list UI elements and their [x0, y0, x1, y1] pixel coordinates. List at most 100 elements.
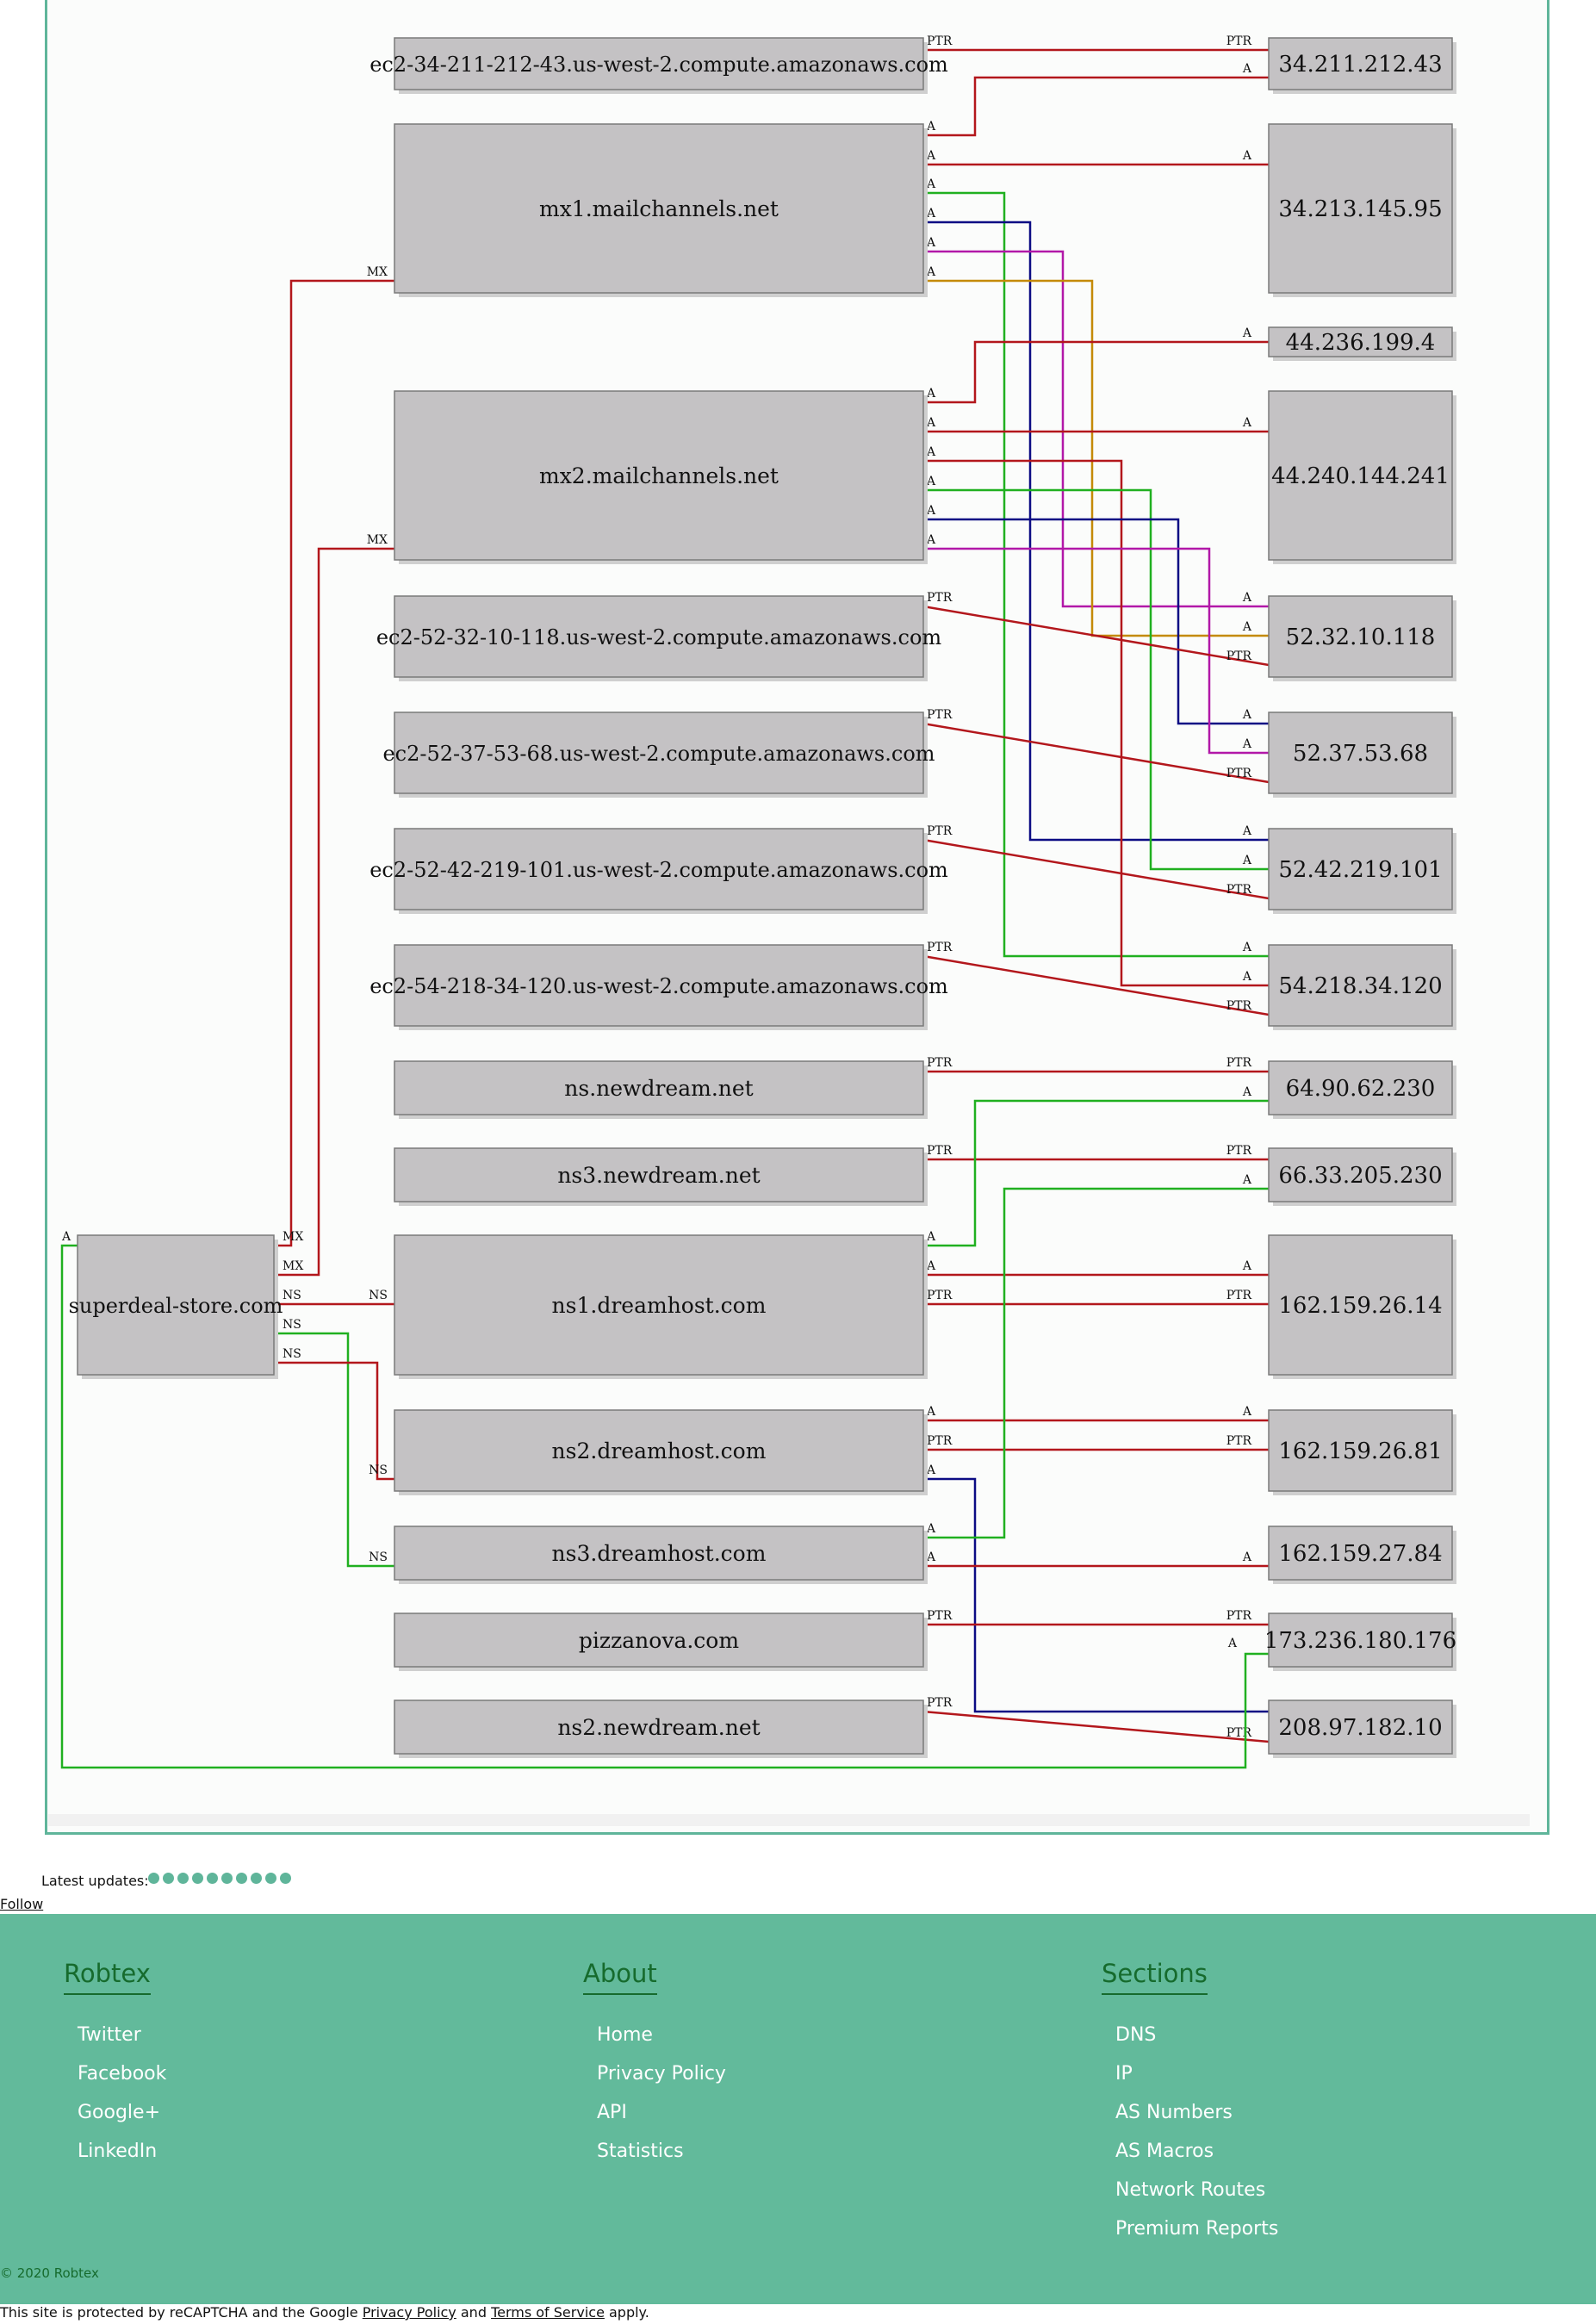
footer-link-twitter[interactable]: Twitter — [78, 2024, 141, 2046]
footer-link-privacy-policy[interactable]: Privacy Policy — [597, 2063, 726, 2085]
edge-label: A — [926, 177, 936, 191]
footer-link-dns[interactable]: DNS — [1115, 2024, 1157, 2046]
host-node-ns2-dreamhost-com-label: ns2.dreamhost.com — [552, 1439, 767, 1463]
recaptcha-prefix: This site is protected by reCAPTCHA and … — [0, 2304, 363, 2321]
edge-h-ns2dh-to-i15[interactable] — [923, 1477, 1269, 1713]
edge-h-mx2-to-i7[interactable] — [923, 488, 1269, 871]
horizontal-scrollbar[interactable] — [48, 1814, 1530, 1826]
ip-node-44-236-199-4[interactable] — [1268, 326, 1453, 357]
edge-h-ns3dh-to-i10[interactable] — [923, 1187, 1269, 1539]
ip-node-208-97-182-10[interactable] — [1268, 1700, 1453, 1755]
edge-h-ec2-52-42-to-i7[interactable] — [922, 838, 1270, 900]
edge-label: A — [1242, 854, 1252, 867]
edge-label: A — [1242, 824, 1252, 838]
footer-link-google-[interactable]: Google+ — [78, 2102, 161, 2123]
footer-link-statistics[interactable]: Statistics — [597, 2141, 684, 2162]
ip-node-52-42-219-101[interactable] — [1268, 828, 1453, 910]
edge-root-to-h-ns3dh[interactable] — [274, 1332, 394, 1568]
host-node-ec2-52-32-10-118-us-west-2-compute-amazonaws-com[interactable] — [394, 595, 924, 678]
edge-label: MX — [283, 1259, 303, 1273]
edge-h-ec2-54-to-i8[interactable] — [922, 954, 1270, 1016]
footer-link-premium-reports[interactable]: Premium Reports — [1115, 2218, 1279, 2240]
edge-root-to-h-mx1[interactable] — [274, 279, 394, 1247]
host-node-mx2-mailchannels-net[interactable] — [394, 390, 924, 561]
host-node-ec2-52-42-219-101-us-west-2-compute-amazonaws-com[interactable] — [394, 828, 924, 910]
update-dot[interactable] — [163, 1873, 174, 1884]
edge-h-mx2-to-i8[interactable] — [923, 459, 1269, 987]
update-dot[interactable] — [192, 1873, 203, 1884]
host-node-mx1-mailchannels-net[interactable] — [394, 123, 924, 294]
footer-link-as-macros[interactable]: AS Macros — [1115, 2141, 1214, 2162]
footer-link-facebook[interactable]: Facebook — [78, 2063, 167, 2085]
host-node-ns3-newdream-net[interactable] — [394, 1147, 924, 1202]
ip-node-162-159-26-81[interactable] — [1268, 1409, 1453, 1492]
edge-h-mx1-to-i8[interactable] — [923, 191, 1269, 958]
host-node-ns3-dreamhost-com[interactable] — [394, 1526, 924, 1581]
footer-link-linkedin[interactable]: LinkedIn — [78, 2141, 158, 2162]
footer-link-ip[interactable]: IP — [1115, 2063, 1133, 2085]
ip-node-44-240-144-241[interactable] — [1268, 390, 1453, 561]
update-dot[interactable] — [221, 1873, 233, 1884]
ip-node-64-90-62-230[interactable] — [1268, 1060, 1453, 1115]
host-node-ns2-newdream-net[interactable] — [394, 1700, 924, 1755]
host-node-ns1-dreamhost-com[interactable] — [394, 1234, 924, 1376]
ip-node-34-213-145-95[interactable] — [1268, 123, 1453, 294]
follow-link[interactable]: Follow — [0, 1896, 44, 1912]
edge-h-ns1dh-to-i9[interactable] — [923, 1099, 1269, 1247]
edge-h-ec2-52-37-to-i6[interactable] — [922, 722, 1270, 784]
host-node-ns-newdream-net[interactable] — [394, 1060, 924, 1115]
edge-label: A — [926, 207, 936, 221]
ip-node-52-32-10-118[interactable] — [1268, 595, 1453, 678]
host-node-ec2-54-218-34-120-us-west-2-compute-amazonaws-com[interactable] — [394, 944, 924, 1027]
update-dot[interactable] — [236, 1873, 247, 1884]
edge-label: PTR — [927, 1289, 953, 1302]
edge-h-mx1-to-i7[interactable] — [923, 221, 1269, 842]
update-dot[interactable] — [280, 1873, 291, 1884]
recaptcha-privacy-link[interactable]: Privacy Policy — [362, 2304, 456, 2321]
update-dot[interactable] — [265, 1873, 276, 1884]
update-dot[interactable] — [148, 1873, 159, 1884]
update-dot[interactable] — [251, 1873, 262, 1884]
edge-label: MX — [367, 533, 388, 547]
edge-h-ec2-52-32-to-i5[interactable] — [922, 605, 1270, 667]
recaptcha-terms-link[interactable]: Terms of Service — [491, 2304, 605, 2321]
footer-link-as-numbers[interactable]: AS Numbers — [1115, 2102, 1233, 2123]
edge-root-to-h-mx2[interactable] — [274, 547, 394, 1277]
edge-h-mx2-to-i6[interactable] — [923, 547, 1269, 755]
host-node-ec2-52-37-53-68-us-west-2-compute-amazonaws-com[interactable] — [394, 711, 924, 794]
edge-root-to-h-ns2dh[interactable] — [274, 1361, 394, 1481]
edge-label: A — [926, 1463, 936, 1477]
footer-link-api[interactable]: API — [597, 2102, 627, 2123]
edge-h-mx2-to-i6[interactable] — [923, 518, 1269, 725]
edge-label: PTR — [927, 1144, 953, 1158]
ip-node-52-37-53-68[interactable] — [1268, 711, 1453, 794]
ip-node-173-236-180-176[interactable] — [1268, 1613, 1453, 1668]
root-domain-node[interactable] — [77, 1234, 275, 1376]
edge-h-mx1-to-i1[interactable] — [923, 76, 1269, 137]
edge-h-mx1-to-i5[interactable] — [923, 250, 1269, 608]
update-dot[interactable] — [177, 1873, 189, 1884]
update-dot[interactable] — [207, 1873, 218, 1884]
ip-node-34-211-212-43[interactable] — [1268, 37, 1453, 90]
host-node-pizzanova-com[interactable] — [394, 1613, 924, 1668]
edge-h-mx2-to-i3[interactable] — [923, 340, 1269, 404]
edge-h-ns2nd-to-i15[interactable] — [922, 1710, 1270, 1743]
edge-label: PTR — [927, 824, 953, 838]
footer-heading-robtex: Robtex — [64, 1959, 151, 1995]
edge-root-to-i14[interactable] — [60, 1244, 1269, 1769]
host-node-ec2-34-211-212-43-us-west-2-compute-amazonaws-com[interactable] — [394, 37, 924, 90]
latest-updates-dots[interactable] — [148, 1873, 291, 1884]
footer-link-home[interactable]: Home — [597, 2024, 653, 2046]
edge-h-mx1-to-i5[interactable] — [923, 279, 1269, 637]
edge-label: PTR — [927, 591, 953, 605]
ip-node-66-33-205-230[interactable] — [1268, 1147, 1453, 1202]
edge-label: A — [1242, 62, 1252, 76]
ip-node-162-159-26-14[interactable] — [1268, 1234, 1453, 1376]
ip-node-162-159-27-84[interactable] — [1268, 1526, 1453, 1581]
host-node-ns2-dreamhost-com[interactable] — [394, 1409, 924, 1492]
ip-node-54-218-34-120[interactable] — [1268, 944, 1453, 1027]
ip-node-173-236-180-176-label: 173.236.180.176 — [1264, 1628, 1456, 1654]
footer-link-network-routes[interactable]: Network Routes — [1115, 2179, 1266, 2201]
